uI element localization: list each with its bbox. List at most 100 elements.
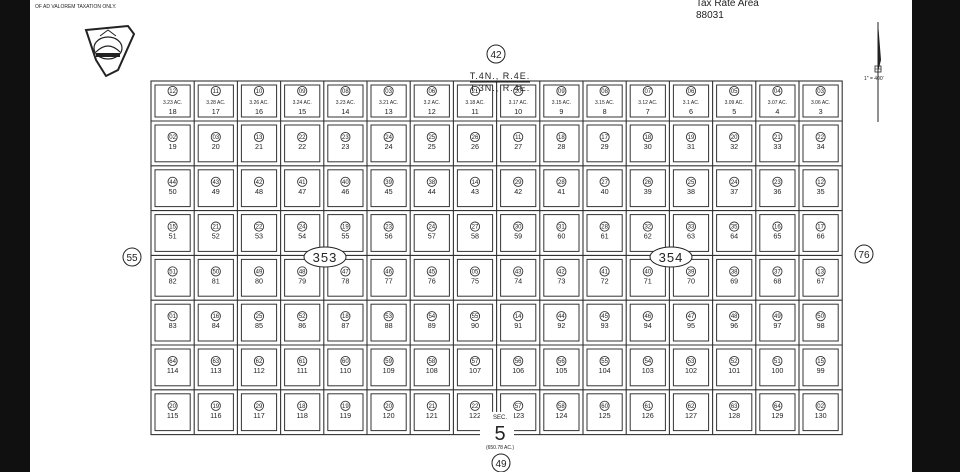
parcel-lot[interactable]: 033.06 AC.3: [802, 84, 839, 118]
parcel-lot[interactable]: 083.15 AC.8: [586, 84, 623, 118]
parcel-lot[interactable]: 073.12 AC.7: [629, 84, 666, 118]
parcel-lot[interactable]: 213.18 AC.11: [456, 84, 494, 118]
parcel-lot[interactable]: 043.07 AC.4: [759, 84, 796, 118]
parcel-lot[interactable]: 123.23 AC.18: [154, 84, 191, 118]
parcel-lot[interactable]: 093.24 AC.15: [284, 84, 321, 118]
parcel-lot[interactable]: 063.2 AC.12: [413, 84, 450, 118]
parcel-lot[interactable]: 113.28 AC.17: [197, 84, 234, 118]
parcel-lot[interactable]: 083.23 AC.14: [327, 84, 364, 118]
